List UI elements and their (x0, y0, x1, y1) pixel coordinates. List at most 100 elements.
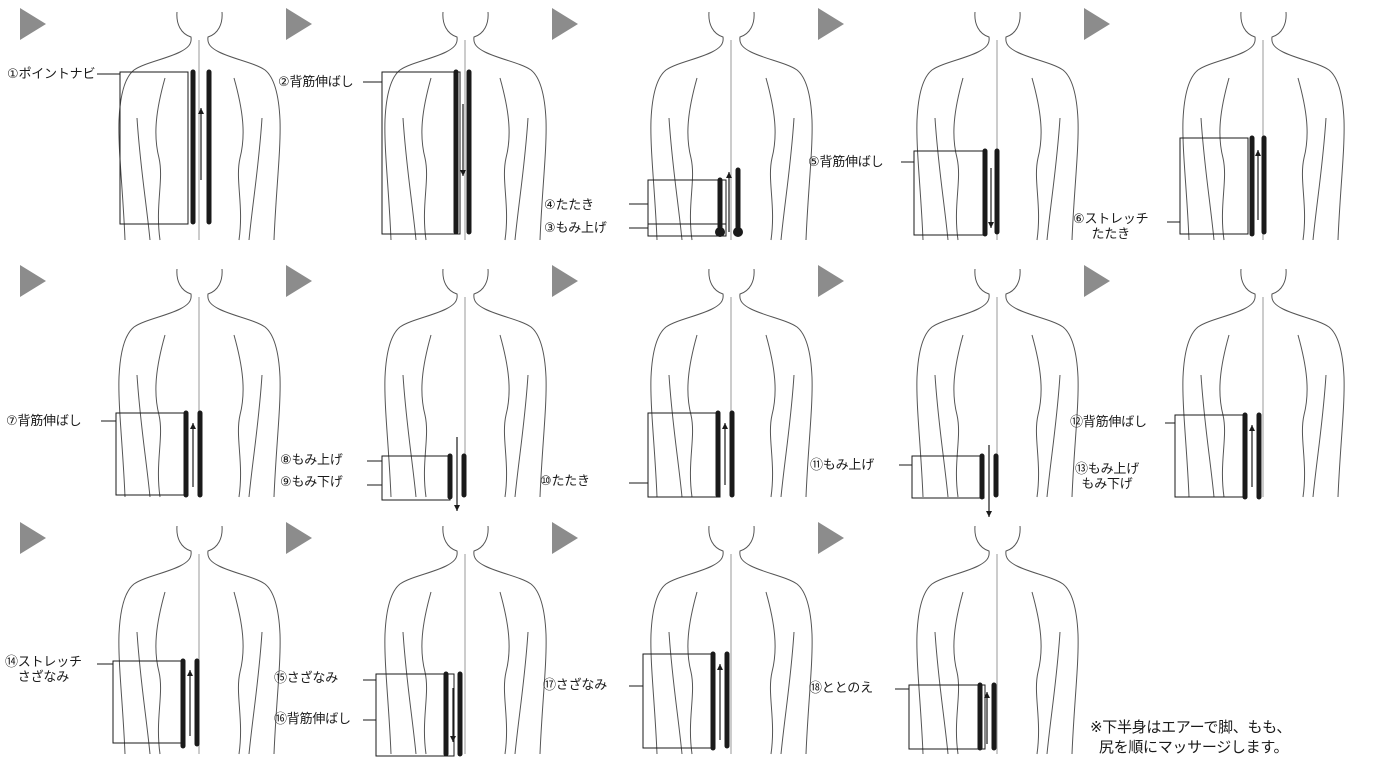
body-outline (1298, 335, 1307, 497)
body-outline (954, 78, 963, 240)
roller-box (895, 685, 994, 749)
body-outline (515, 118, 528, 240)
roller-box (97, 72, 209, 224)
body-outline (669, 375, 682, 497)
label-point-navi: ①ポイントナビ (7, 67, 95, 82)
body-outline (119, 269, 191, 497)
body-outline (935, 375, 948, 497)
body-outline (651, 12, 723, 240)
step-panel-7: ⑧もみ上げ ⑨もみ下げ (266, 257, 532, 514)
body-outline (156, 78, 165, 240)
roller-area-box (1175, 415, 1247, 497)
step-panel-3: ④たたき ③もみ上げ (532, 0, 798, 257)
body-outline (954, 335, 963, 497)
roller-area-box (914, 151, 986, 235)
arrowhead (717, 664, 723, 670)
body-outline (1313, 375, 1326, 497)
figure-13 (532, 514, 798, 771)
back-figure (651, 526, 812, 754)
play-arrow-icon (552, 522, 578, 554)
label-ripple: ⑰さざなみ (543, 678, 607, 693)
label-back-stretch: ⑦背筋伸ばし (6, 414, 81, 429)
label-knead-up: ③もみ上げ (544, 221, 607, 236)
roller-area-box (382, 72, 460, 234)
play-arrow-icon (1084, 265, 1110, 297)
play-arrow-icon (286, 522, 312, 554)
figure-1 (0, 0, 266, 257)
body-outline (119, 12, 191, 240)
back-figure (385, 526, 546, 754)
roller-box (363, 72, 469, 234)
roller-area-box (1180, 138, 1248, 234)
body-outline (781, 632, 794, 754)
body-outline (1183, 12, 1255, 240)
label-back-stretch: ⑯背筋伸ばし (274, 712, 351, 727)
arrowhead (450, 736, 456, 742)
body-outline (669, 632, 682, 754)
figure-4 (798, 0, 1064, 257)
play-arrow-icon (20, 522, 46, 554)
body-outline (249, 632, 262, 754)
label-tapping: ⑩たたき (540, 474, 590, 489)
body-outline (688, 335, 697, 497)
back-figure (119, 12, 280, 240)
figure-9 (798, 257, 1064, 514)
roller-area-box (648, 413, 720, 497)
body-outline (1032, 335, 1041, 497)
label-knead-up-down: ⑬もみ上げ もみ下げ (1075, 462, 1139, 492)
step-panel-2: ②背筋伸ばし (266, 0, 532, 257)
label-tapping: ④たたき (544, 198, 594, 213)
roller-box (901, 151, 997, 235)
body-outline (234, 335, 243, 497)
body-outline (766, 592, 775, 754)
roller-box (1165, 415, 1259, 497)
step-panel-10: ⑫背筋伸ばし ⑬もみ上げ もみ下げ (1064, 257, 1330, 514)
body-outline (1047, 632, 1060, 754)
body-outline (403, 118, 416, 240)
label-back-stretch: ②背筋伸ばし (278, 75, 353, 90)
arrowhead (1249, 425, 1255, 431)
roller-box (101, 413, 200, 495)
figure-2 (266, 0, 532, 257)
step-panel-9: ⑪もみ上げ (798, 257, 1064, 514)
body-outline (403, 375, 416, 497)
body-outline (1220, 78, 1229, 240)
body-outline (137, 632, 150, 754)
body-outline (500, 592, 509, 754)
body-outline (1201, 118, 1214, 240)
body-outline (515, 375, 528, 497)
play-arrow-icon (1084, 8, 1110, 40)
body-outline (688, 592, 697, 754)
step-panel-13: ⑰さざなみ (532, 514, 798, 771)
figure-11 (0, 514, 266, 771)
label-knead-up: ⑪もみ上げ (810, 458, 874, 473)
step-panel-14: ⑱ととのえ (798, 514, 1064, 771)
figure-14 (798, 514, 1064, 771)
body-outline (1272, 269, 1344, 497)
body-outline (500, 335, 509, 497)
arrowhead (454, 505, 460, 511)
body-outline (234, 592, 243, 754)
back-figure (1183, 269, 1344, 497)
arrowhead (190, 423, 196, 429)
body-outline (156, 335, 165, 497)
body-outline (781, 118, 794, 240)
label-back-stretch: ⑤背筋伸ばし (808, 155, 883, 170)
body-outline (500, 78, 509, 240)
roller-area-box (648, 180, 726, 236)
body-outline (766, 335, 775, 497)
body-outline (156, 592, 165, 754)
back-figure (917, 526, 1078, 754)
body-outline (688, 78, 697, 240)
step-panel-4: ⑤背筋伸ばし (798, 0, 1064, 257)
body-outline (1047, 375, 1060, 497)
label-knead-up: ⑧もみ上げ (280, 453, 343, 468)
body-outline (422, 592, 431, 754)
label-ripple: ⑮さざなみ (274, 671, 338, 686)
figure-3 (532, 0, 798, 257)
body-outline (249, 118, 262, 240)
body-outline (1220, 335, 1229, 497)
body-outline (669, 118, 682, 240)
body-outline (403, 632, 416, 754)
